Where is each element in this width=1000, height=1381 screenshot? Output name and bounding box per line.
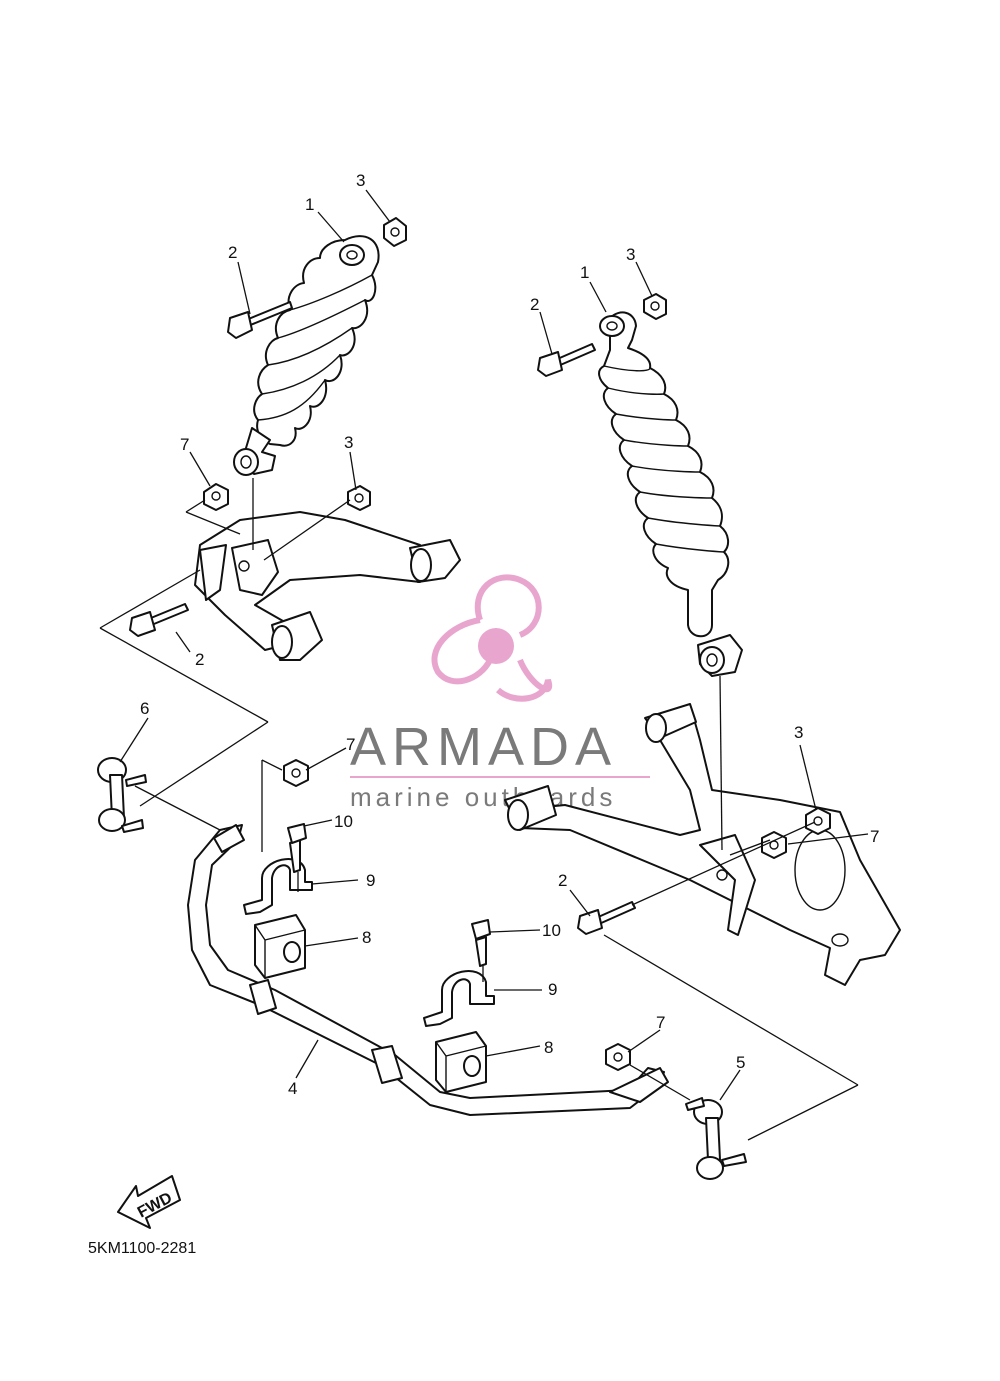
callout-leaders xyxy=(119,189,869,1101)
callout-2: 2 xyxy=(228,243,237,262)
callout-1: 1 xyxy=(305,195,314,214)
callout-8: 8 xyxy=(362,928,371,947)
bolt-left-lower xyxy=(129,603,189,637)
callout-7: 7 xyxy=(870,827,879,846)
assembly-guide-lines xyxy=(99,478,859,1141)
callout-3: 3 xyxy=(794,723,803,742)
nut-left-7 xyxy=(203,483,229,511)
stabilizer-link-right xyxy=(685,1097,747,1180)
left-shock-absorber xyxy=(233,235,380,476)
callout-10: 10 xyxy=(542,921,561,940)
callout-2: 2 xyxy=(530,295,539,314)
callout-2: 2 xyxy=(195,650,204,669)
nut-left-mid xyxy=(347,485,371,511)
nut-left-upper xyxy=(383,217,407,247)
callout-4: 4 xyxy=(288,1079,297,1098)
callout-5: 5 xyxy=(736,1053,745,1072)
callout-7: 7 xyxy=(346,735,355,754)
bracket-right-9 xyxy=(423,970,495,1027)
callout-labels: 1 2 3 7 3 2 6 7 10 9 8 4 1 2 3 3 7 2 10 … xyxy=(140,171,879,1098)
bolt-right-upper xyxy=(537,343,596,377)
logo-title: ARMADA xyxy=(350,717,617,777)
nut-left-7b xyxy=(283,759,309,787)
armada-logo: ARMADA marine outboards xyxy=(350,574,650,812)
bolt-left-upper xyxy=(227,301,293,339)
catalog-code: 5KM1100-2281 xyxy=(88,1240,197,1257)
callout-8: 8 xyxy=(544,1038,553,1057)
stabilizer-bar xyxy=(187,824,669,1116)
callout-3: 3 xyxy=(356,171,365,190)
callout-6: 6 xyxy=(140,699,149,718)
right-shock-absorber xyxy=(598,311,743,677)
nut-right-7b xyxy=(605,1043,631,1071)
callout-1: 1 xyxy=(580,263,589,282)
stabilizer-link-left xyxy=(97,757,147,833)
bolt-right-10 xyxy=(471,919,491,967)
callout-3: 3 xyxy=(344,433,353,452)
callout-3: 3 xyxy=(626,245,635,264)
left-lower-arm xyxy=(194,511,461,661)
nut-right-upper xyxy=(643,293,667,320)
propeller-icon xyxy=(431,574,553,702)
bracket-left-9 xyxy=(243,858,313,915)
bolt-left-10 xyxy=(287,823,307,873)
bushing-right-8 xyxy=(435,1031,487,1093)
callout-7: 7 xyxy=(180,435,189,454)
callout-7: 7 xyxy=(656,1013,665,1032)
callout-2: 2 xyxy=(558,871,567,890)
nut-right-3 xyxy=(805,807,831,835)
fwd-arrow: FWD xyxy=(117,1175,181,1229)
bolt-right-lower xyxy=(577,901,636,935)
right-lower-arm xyxy=(504,703,901,986)
bushing-left-8 xyxy=(254,914,306,979)
callout-9: 9 xyxy=(366,871,375,890)
callout-10: 10 xyxy=(334,812,353,831)
callout-9: 9 xyxy=(548,980,557,999)
